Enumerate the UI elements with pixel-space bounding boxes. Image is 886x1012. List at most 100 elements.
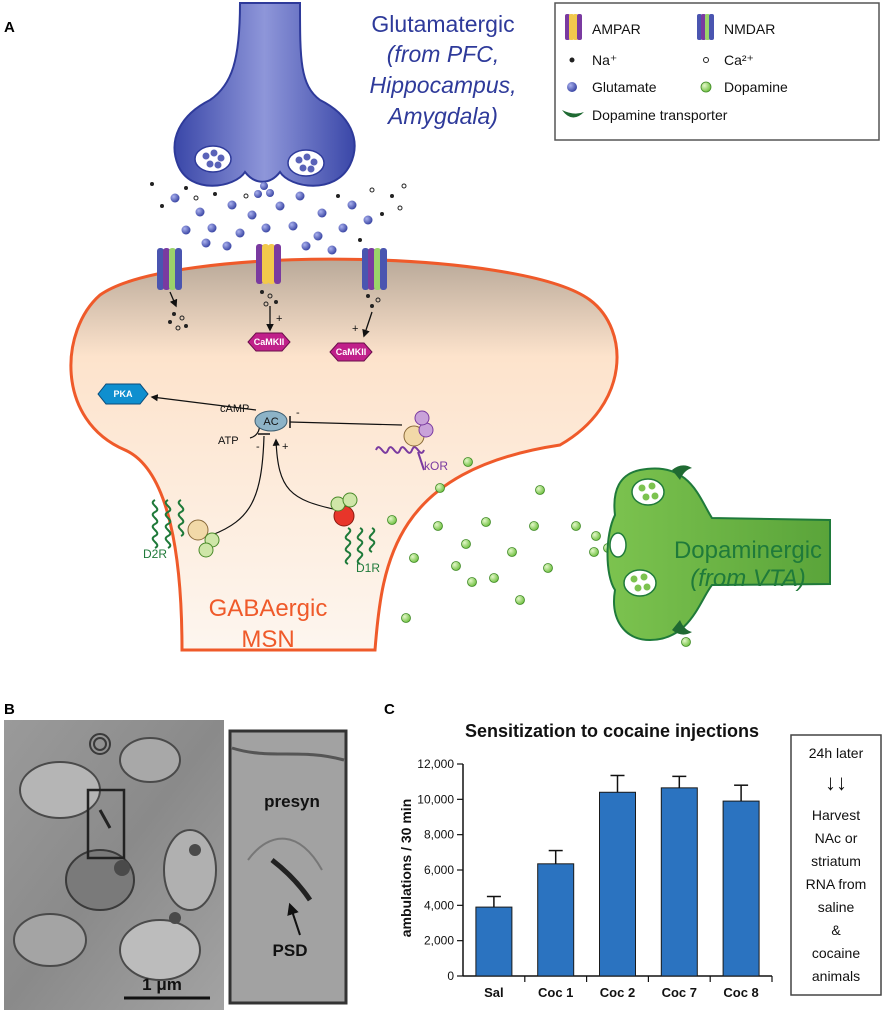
y-axis-title: ambulations / 30 min [398,799,414,937]
da-vesicle-top [631,478,665,506]
x-tick-label: Coc 8 [723,985,758,1000]
kor-inhibition-line [289,421,403,426]
chart-title: Sensitization to cocaine injections [465,721,759,741]
d1r-receptor [330,492,376,565]
psd-label: PSD [273,941,308,960]
camkii-node-left: CaMKII [247,332,291,352]
x-tick-label: Coc 2 [600,985,635,1000]
atp-label: ATP [218,435,239,447]
glutamatergic-title: Glutamatergic [371,11,514,37]
pka-node: PKA [97,383,149,405]
d1r-activation-line [272,438,339,511]
glutamatergic-source-3: Amygdala) [386,103,498,129]
camp-to-pka-arrow [150,394,257,411]
legend-dat-label: Dopamine transporter [592,107,728,123]
legend-box: AMPAR NMDAR Na⁺ Ca²⁺ Glutamate Dopamine … [554,2,880,141]
panel-a-letter: A [4,19,15,36]
kor-minus-sign: - [296,407,300,419]
d2r-receptor [151,499,220,558]
d2r-minus-sign: - [256,441,260,453]
msn-title-line1: GABAergic [209,595,328,622]
note-line-10: animals [812,968,860,984]
note-line-6: RNA from [806,876,867,892]
vesicle-left [194,145,232,173]
d1r-label: D1R [356,561,380,575]
vesicle-right [287,149,325,177]
bar [537,863,575,977]
msn-cell [69,257,619,652]
dopaminergic-title: Dopaminergic [674,537,822,564]
note-line-7: saline [818,899,855,915]
kor-label: kOR [424,459,448,473]
nmdar-receptor-right [362,248,387,338]
em-inset [228,729,348,1005]
panel-b-letter: B [4,701,15,718]
nmdar-legend-icon [697,14,714,40]
dopaminergic-source: (from VTA) [690,565,806,592]
da-release-site [609,532,627,558]
y-tick-label: 12,000 [417,757,454,771]
msn-title-line2: MSN [241,626,294,653]
legend-nmdar-label: NMDAR [724,21,775,37]
note-line-3: Harvest [812,807,860,823]
x-tick-label: Coc 1 [538,985,573,1000]
bar [599,791,636,977]
note-line-5: striatum [811,853,861,869]
glutamatergic-source-1: (from PFC, [387,41,499,67]
psd-arrow [287,902,301,936]
dat-legend-icon [562,110,584,118]
y-tick-label: 10,000 [417,792,454,806]
ion-cloud [150,182,407,242]
nmdar-plus-sign: + [352,323,358,335]
da-vesicle-bottom [623,569,657,597]
d2r-label: D2R [143,547,167,561]
panel-c-letter: C [384,701,395,718]
camkii-node-right: CaMKII [329,342,373,362]
glutamatergic-terminal [173,2,356,187]
glutamatergic-source-2: Hippocampus, [369,72,516,98]
legend-dopamine-label: Dopamine [724,79,788,95]
legend-calcium-label: Ca²⁺ [724,52,754,68]
glutamate-legend-dot [567,82,577,92]
em-image [4,720,224,1010]
bar [722,800,760,977]
note-arrows: ↓↓ [825,770,847,795]
calcium-legend-dot [703,57,709,63]
x-tick-label: Coc 7 [662,985,697,1000]
camkii-label-left: CaMKII [254,337,285,347]
scale-bar-label: 1 μm [142,975,182,994]
dopaminergic-terminal [606,467,831,642]
y-tick-label: 0 [447,969,454,983]
camp-label: cAMP [220,403,249,415]
y-tick-label: 6,000 [424,863,454,877]
protocol-note: 24h later ↓↓ Harvest NAc or striatum RNA… [790,734,882,996]
legend-sodium-label: Na⁺ [592,52,617,68]
y-tick-label: 4,000 [424,898,454,912]
sodium-legend-dot [569,57,575,63]
x-tick-label: Sal [484,985,504,1000]
legend-glutamate-label: Glutamate [592,79,657,95]
y-tick-label: 8,000 [424,828,454,842]
dopamine-transporter-bottom [672,620,692,635]
ampar-receptor [256,244,281,332]
note-line-4: NAc or [815,830,858,846]
note-line-1: 24h later [809,745,864,761]
em-zoom-box [86,788,126,860]
pka-label: PKA [113,389,133,399]
dopamine-transporter-top [672,465,692,480]
d2r-inhibition-line [211,435,265,536]
legend-ampar-label: AMPAR [592,21,641,37]
dopamine-legend-dot [700,81,712,93]
presyn-label: presyn [264,792,320,811]
fusing-vesicle [254,182,274,198]
glutamatergic-label: Glutamatergic (from PFC, Hippocampus, Am… [369,11,516,129]
camkii-label-right: CaMKII [336,347,367,357]
d1r-plus-sign: + [282,441,288,453]
ac-label: AC [263,416,278,428]
ampar-legend-icon [565,14,582,40]
dopamine-cloud [387,457,691,647]
glutamate-cloud [170,191,373,255]
kor-receptor [375,410,434,471]
